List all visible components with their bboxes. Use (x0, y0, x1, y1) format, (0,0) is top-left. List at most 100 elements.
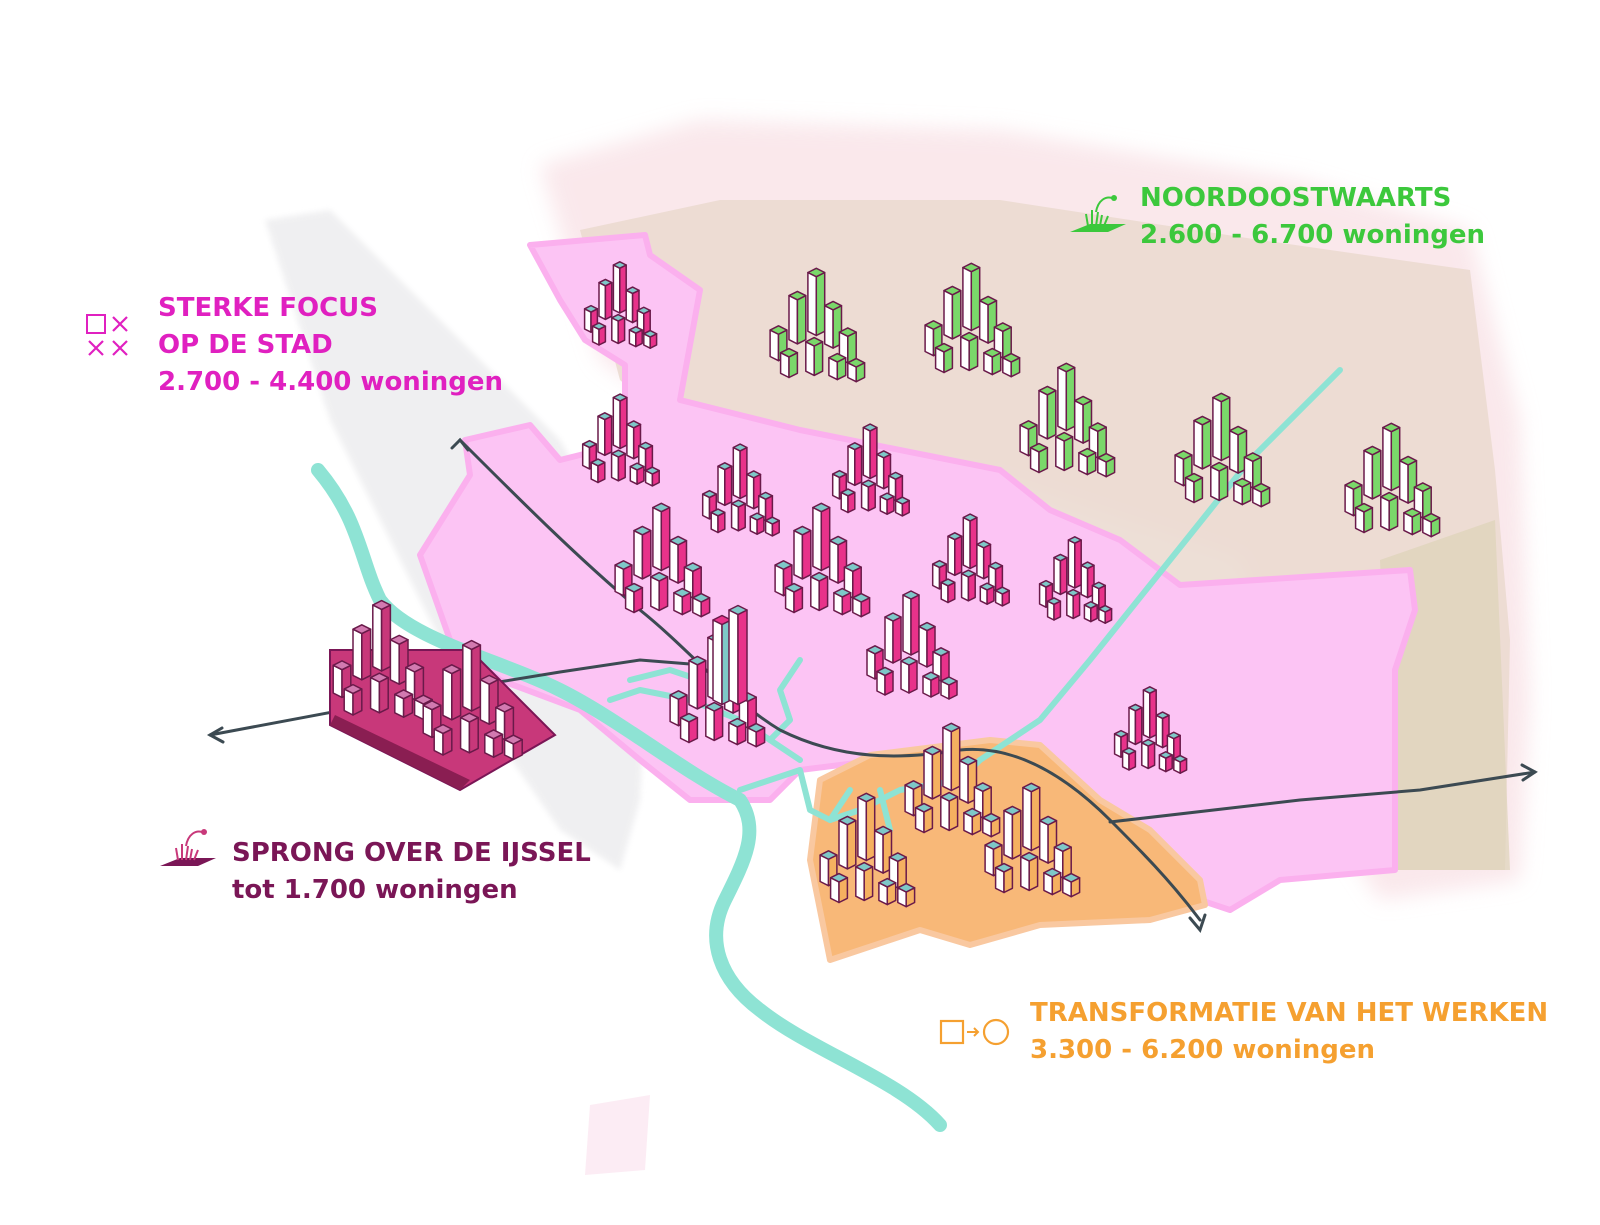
building (894, 496, 910, 517)
building (628, 326, 643, 348)
building (746, 470, 762, 510)
building (1066, 588, 1081, 620)
building (833, 587, 852, 616)
building (960, 331, 979, 372)
building (394, 689, 414, 718)
building-clusters (332, 261, 1441, 908)
building (788, 290, 807, 345)
building (994, 586, 1010, 607)
building (1252, 482, 1271, 508)
building (1083, 601, 1098, 623)
building (879, 492, 895, 515)
building (838, 815, 857, 870)
building (960, 569, 976, 602)
square-crosses-icon (86, 314, 128, 356)
building (979, 582, 995, 605)
building (747, 722, 766, 748)
building (732, 443, 748, 500)
building (598, 278, 613, 321)
building (1142, 686, 1157, 739)
building (1098, 604, 1113, 624)
building (943, 285, 962, 340)
building (583, 304, 599, 333)
building (629, 462, 645, 485)
building (668, 535, 688, 584)
building (982, 812, 1001, 838)
building (644, 466, 660, 487)
legend-noord-range: 2.600 - 6.700 woningen (1140, 220, 1485, 250)
building (1413, 482, 1432, 519)
building (1173, 754, 1188, 774)
building (612, 393, 628, 450)
building (611, 313, 626, 345)
grass-plot-icon (1070, 195, 1126, 232)
legend-stad-title-1: STERKE FOCUS (158, 293, 378, 323)
legend-ijssel: SPRONG OVER DE IJSSEL tot 1.700 woningen (232, 835, 591, 909)
building (1121, 747, 1137, 771)
building (914, 802, 934, 834)
building (897, 882, 916, 908)
building (840, 488, 856, 514)
building (1002, 352, 1021, 378)
building (1158, 751, 1173, 773)
building (847, 357, 866, 383)
building (878, 877, 897, 906)
building (1403, 507, 1422, 536)
building (963, 807, 982, 836)
building (673, 587, 692, 616)
building (728, 604, 748, 706)
legend-ijssel-title: SPRONG OVER DE IJSSEL (232, 838, 591, 868)
building (973, 782, 992, 819)
building (705, 701, 724, 742)
building (343, 683, 363, 716)
building (610, 449, 626, 482)
building (459, 712, 479, 754)
building (1184, 472, 1204, 504)
river-ijssel (311, 463, 947, 1132)
building (922, 671, 940, 698)
building (710, 508, 726, 534)
building (352, 624, 372, 681)
building (1055, 431, 1074, 472)
building (900, 656, 918, 694)
building (962, 262, 981, 332)
building (652, 502, 671, 572)
building (1029, 442, 1049, 474)
building (947, 532, 963, 577)
building (812, 502, 831, 572)
building (597, 412, 613, 457)
building (730, 499, 746, 532)
building (442, 664, 462, 721)
building (1067, 536, 1082, 589)
building (688, 655, 707, 710)
building (934, 342, 954, 374)
building (838, 327, 857, 364)
building (679, 712, 699, 744)
building (633, 525, 652, 580)
building (1210, 461, 1229, 502)
building (784, 582, 804, 614)
building (1233, 477, 1252, 506)
building (669, 690, 688, 727)
building (1382, 422, 1401, 492)
building (994, 862, 1014, 894)
building (805, 336, 824, 377)
building (1043, 867, 1062, 896)
legend-transformatie: TRANSFORMATIE VAN HET WERKEN 3.300 - 6.2… (1030, 995, 1548, 1069)
building (862, 423, 878, 480)
building (462, 639, 482, 712)
building (923, 745, 942, 800)
building (884, 612, 902, 664)
building (1193, 415, 1212, 470)
building (372, 599, 392, 672)
building (902, 590, 920, 656)
building (1053, 553, 1068, 596)
building (591, 322, 607, 346)
building (484, 729, 504, 758)
legend-stad-title-2: OP DE STAD (158, 330, 333, 360)
building (764, 516, 780, 537)
building (940, 791, 959, 832)
building (1128, 703, 1143, 746)
building (624, 582, 644, 614)
legend-ijssel-range: tot 1.700 woningen (232, 875, 518, 905)
